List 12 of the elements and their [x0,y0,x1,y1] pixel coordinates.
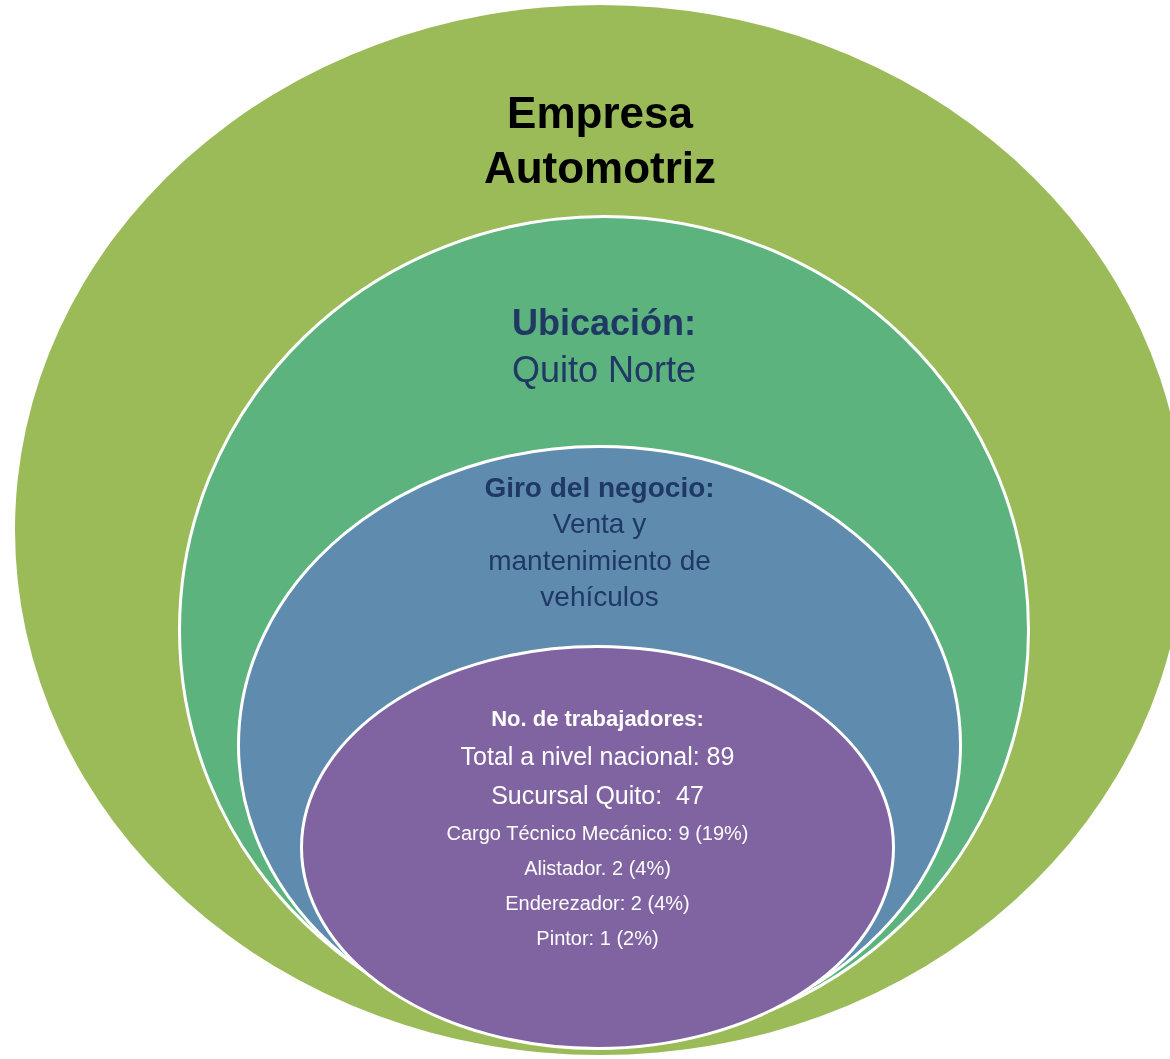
region-text: Enderezador: 2 (4%) [505,891,690,917]
region-text: Alistador. 2 (4%) [524,856,671,882]
region-text: Quito Norte [511,347,697,392]
region-heading: Empresa Automotriz [482,87,718,194]
region-text: Pintor: 1 (2%) [536,926,659,952]
region-text: Cargo Técnico Mecánico: 9 (19%) [446,821,749,847]
region-heading: Giro del negocio: [484,471,715,505]
region-heading: Ubicación: [512,301,696,345]
region-text: Total a nivel nacional: 89 [460,740,735,772]
region-text: Venta y mantenimiento de vehículos [487,507,712,615]
region-heading: No. de trabajadores: [491,705,704,733]
region-text: Sucursal Quito: 47 [491,780,704,812]
